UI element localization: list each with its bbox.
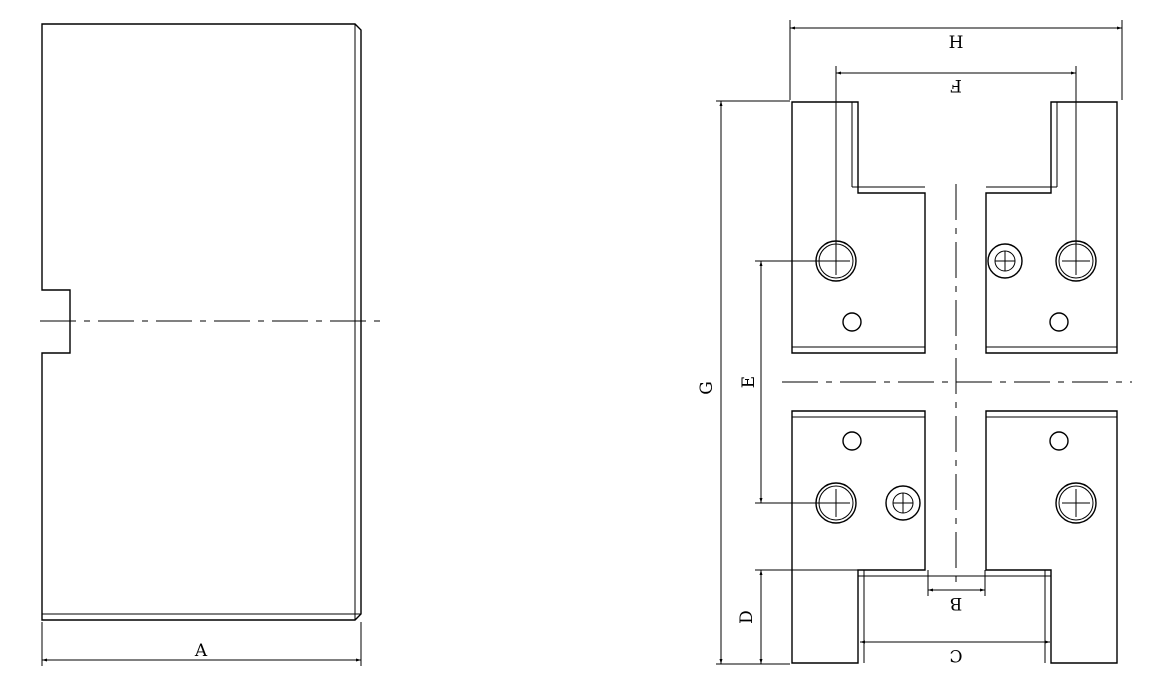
pin-hole-bottom-right [1049, 431, 1069, 451]
front-view: H F G E D B C [697, 20, 1132, 665]
dim-e-label: E [739, 376, 759, 388]
dim-c-label: C [949, 645, 962, 665]
block-bottom-right [985, 410, 1118, 664]
dim-b-label: B [950, 593, 963, 613]
side-view-outline [41, 23, 362, 621]
screw-head-bottom [885, 485, 921, 521]
dim-d-label: D [737, 610, 757, 624]
pin-hole-top-right [1049, 312, 1069, 332]
pin-hole-top-left [842, 312, 862, 332]
block-top-right [985, 101, 1118, 354]
block-bottom-left [791, 410, 926, 664]
pin-hole-bottom-left [842, 431, 862, 451]
bolt-hole-bottom-right [1055, 482, 1097, 524]
side-view: A [40, 23, 384, 666]
dim-h-label: H [949, 33, 964, 53]
screw-head-top [987, 243, 1023, 279]
dim-a-label: A [194, 641, 208, 661]
dim-g-label: G [697, 381, 717, 395]
block-top-left [791, 101, 926, 354]
dim-f-label: F [950, 75, 962, 95]
